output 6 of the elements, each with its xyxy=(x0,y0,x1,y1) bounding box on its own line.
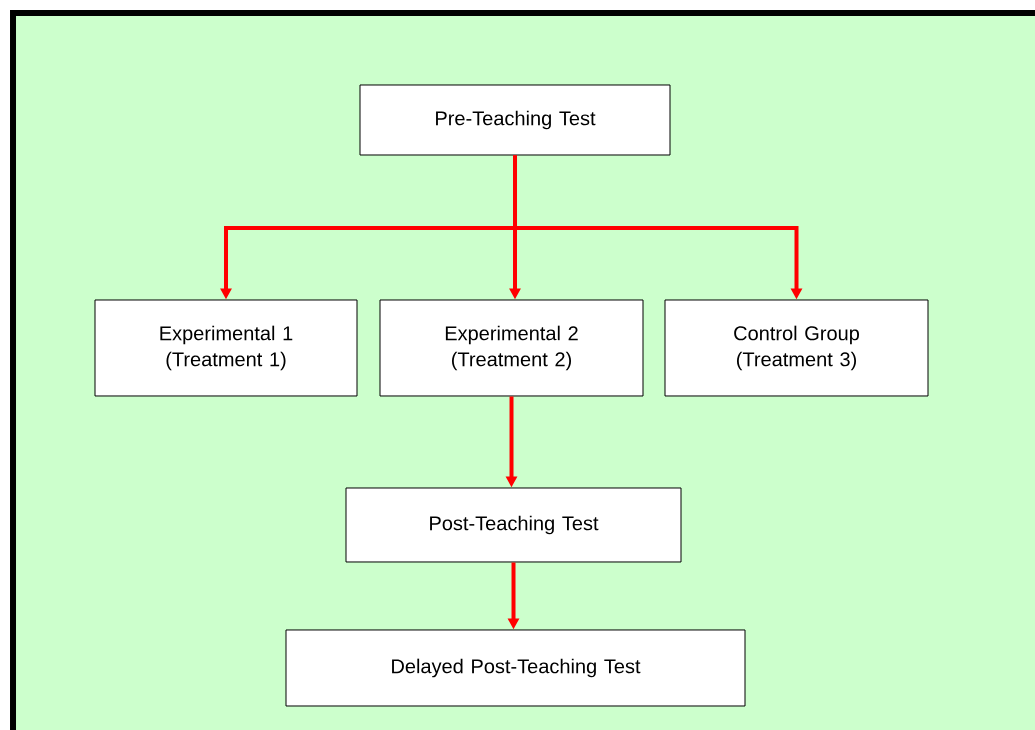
process-box: Experimental 1 (Treatment 1) xyxy=(94,299,358,397)
process-box: Experimental 2 (Treatment 2) xyxy=(379,299,644,397)
process-box: Pre-Teaching Test xyxy=(359,84,671,156)
process-box: Control Group (Treatment 3) xyxy=(664,299,929,397)
process-box: Post-Teaching Test xyxy=(345,487,682,563)
process-box: Delayed Post-Teaching Test xyxy=(285,629,746,707)
